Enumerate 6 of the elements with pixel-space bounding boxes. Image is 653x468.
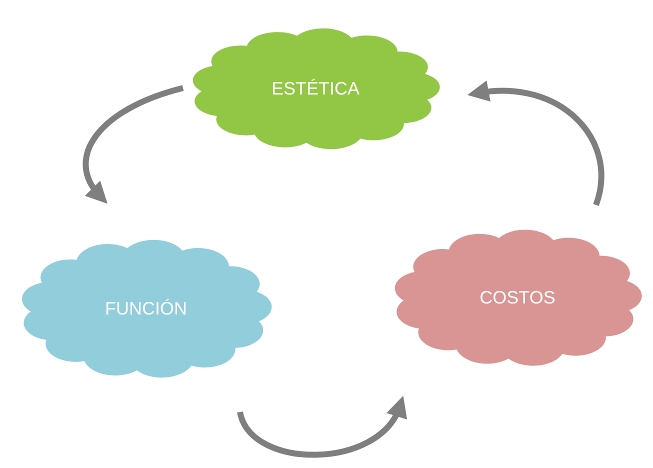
cloud-label: COSTOS [478, 288, 556, 308]
curved-arrow [467, 81, 604, 206]
curved-arrow [82, 85, 184, 204]
cloud-label: ESTÉTICA [270, 78, 360, 100]
curved-arrow [237, 396, 405, 458]
cloud-label: FUNCIÓN [104, 298, 188, 320]
